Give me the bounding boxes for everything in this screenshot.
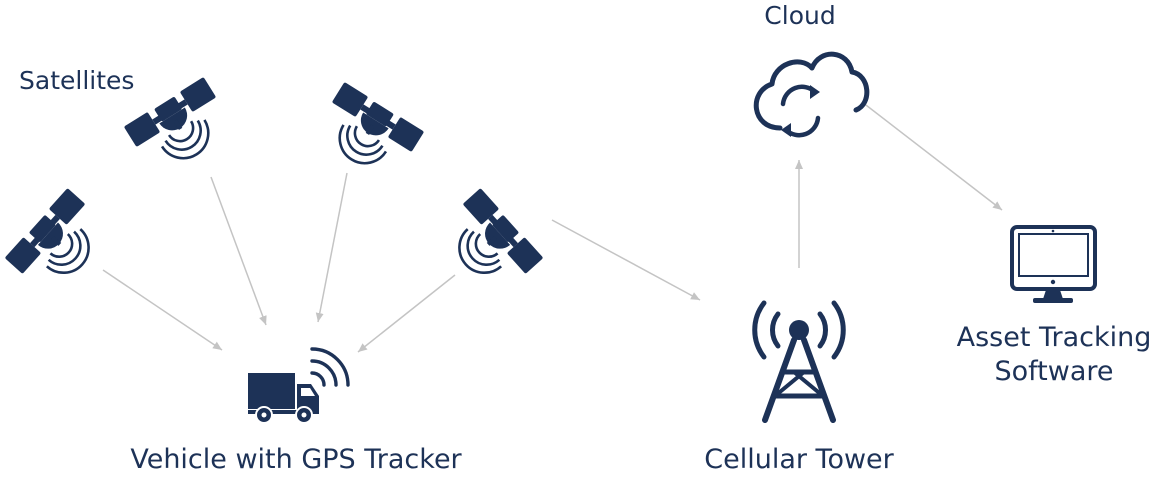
cellular-tower-label: Cellular Tower [704,444,894,475]
signal-waves-icon [310,347,350,387]
cell-tower-icon [752,300,846,423]
satellite-icon [122,75,238,181]
arrow-sat3-to-vehicle [315,172,348,323]
software-label-line1: Asset Tracking [956,322,1152,353]
satellite-icon [433,186,545,301]
cloud-sync-icon [753,51,870,138]
satellites-label: Satellites [19,66,135,95]
monitor-icon [1010,225,1097,303]
cloud-label: Cloud [764,1,836,30]
arrow-sat2-to-vehicle [210,176,267,326]
vehicle-label: Vehicle with GPS Tracker [130,444,462,475]
satellite-icon [3,186,115,301]
software-label-line2: Software [994,356,1114,387]
arrow-cloud-to-software [861,101,1003,211]
asset-tracking-software-label: Asset Tracking Software [957,321,1152,389]
arrow-sat4-to-tower [551,219,701,301]
truck-icon [248,373,319,424]
arrow-sat4-to-vehicle [357,274,456,353]
arrow-sat1-to-vehicle [102,269,223,351]
satellite-icon [310,80,426,186]
connection-arrows [102,101,1003,353]
